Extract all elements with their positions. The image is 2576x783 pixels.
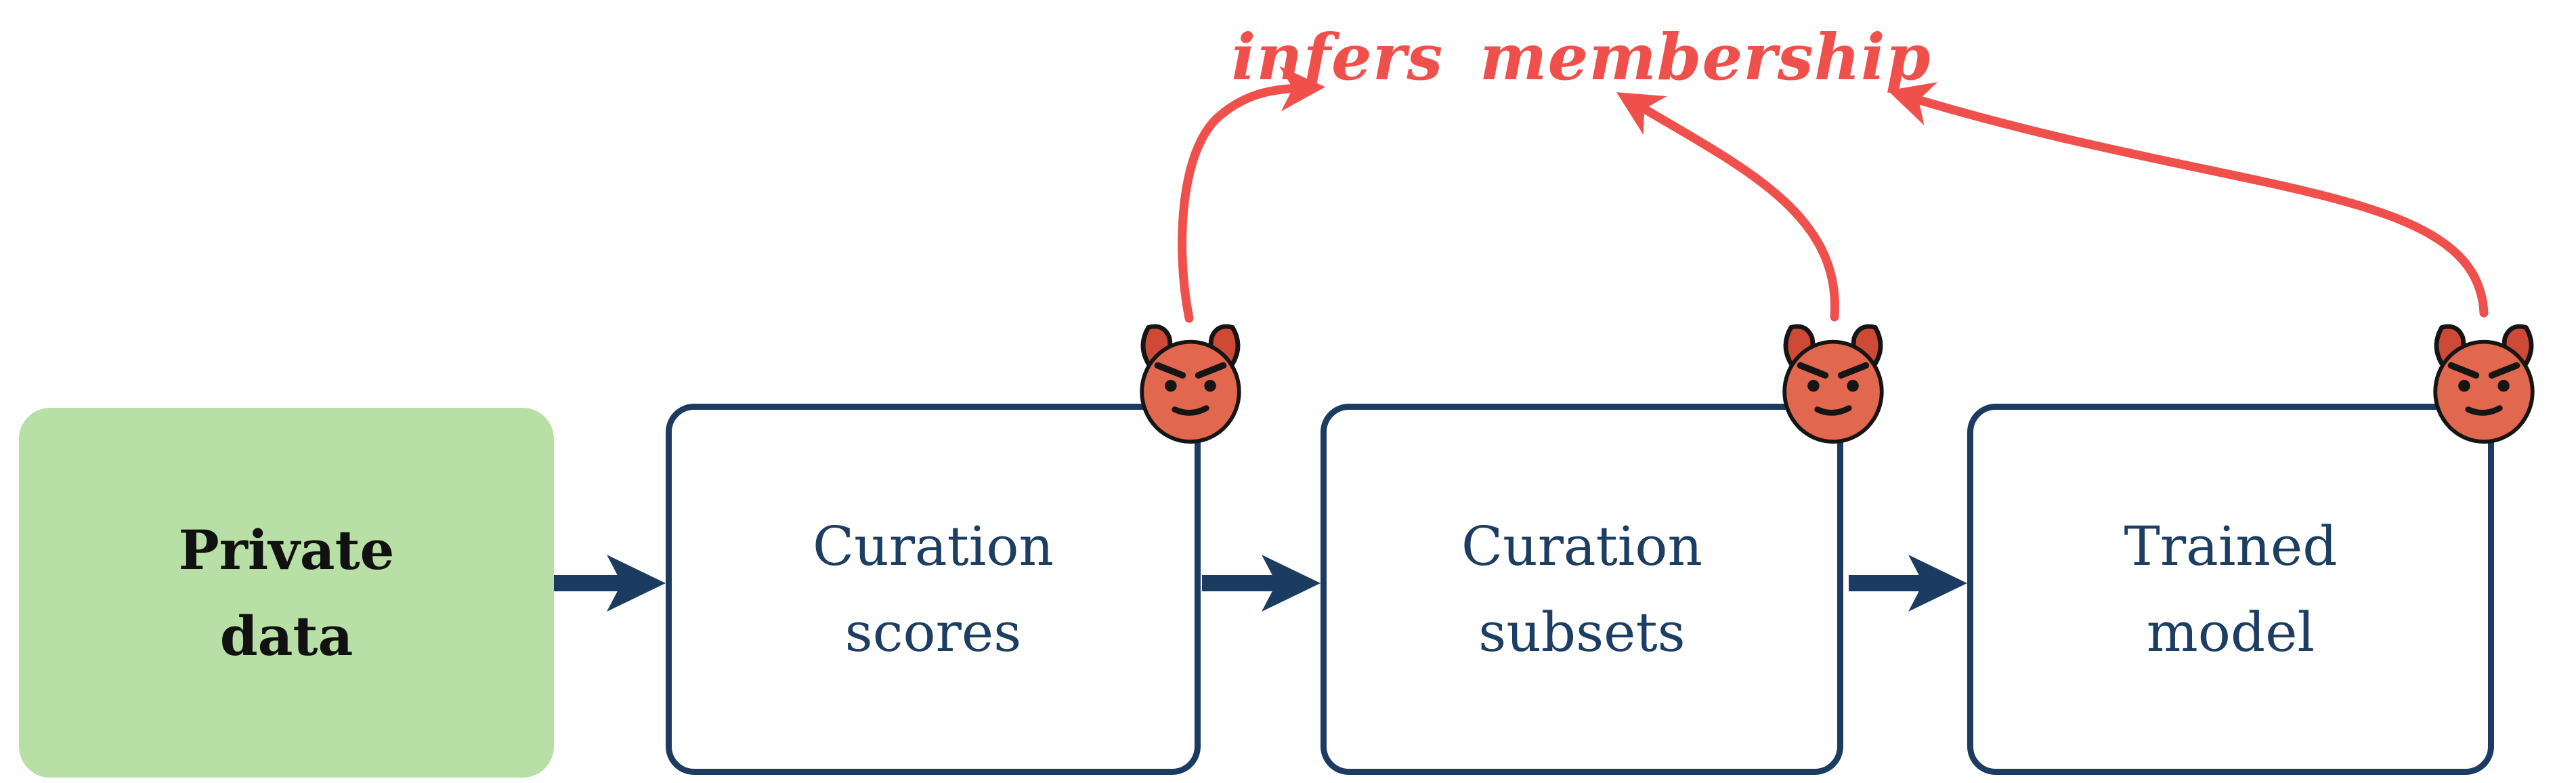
node-label-line: Private xyxy=(178,517,395,582)
flow-arrow-3 xyxy=(1849,555,1967,612)
attack-arrow-2 xyxy=(1616,92,1839,322)
node-label-line: scores xyxy=(844,600,1022,664)
node-label-line: subsets xyxy=(1478,600,1686,664)
attack-label: infers membership xyxy=(1231,20,1931,95)
node-private-data: Private data xyxy=(19,408,554,778)
node-label-line: model xyxy=(2146,600,2315,664)
node-label-line: Curation xyxy=(1461,514,1703,578)
flow-arrow-2 xyxy=(1202,555,1321,612)
node-label-line: Curation xyxy=(812,514,1054,578)
attack-arrow-1 xyxy=(1178,66,1326,323)
node-curation-scores: Curation scores xyxy=(666,404,1201,775)
node-label-line: data xyxy=(219,604,353,668)
flow-arrow-1 xyxy=(554,555,666,612)
node-label-line: Trained xyxy=(2124,514,2338,578)
node-curation-subsets: Curation subsets xyxy=(1321,404,1843,775)
node-trained-model: Trained model xyxy=(1967,404,2494,775)
attack-arrow-3 xyxy=(1887,82,2489,318)
